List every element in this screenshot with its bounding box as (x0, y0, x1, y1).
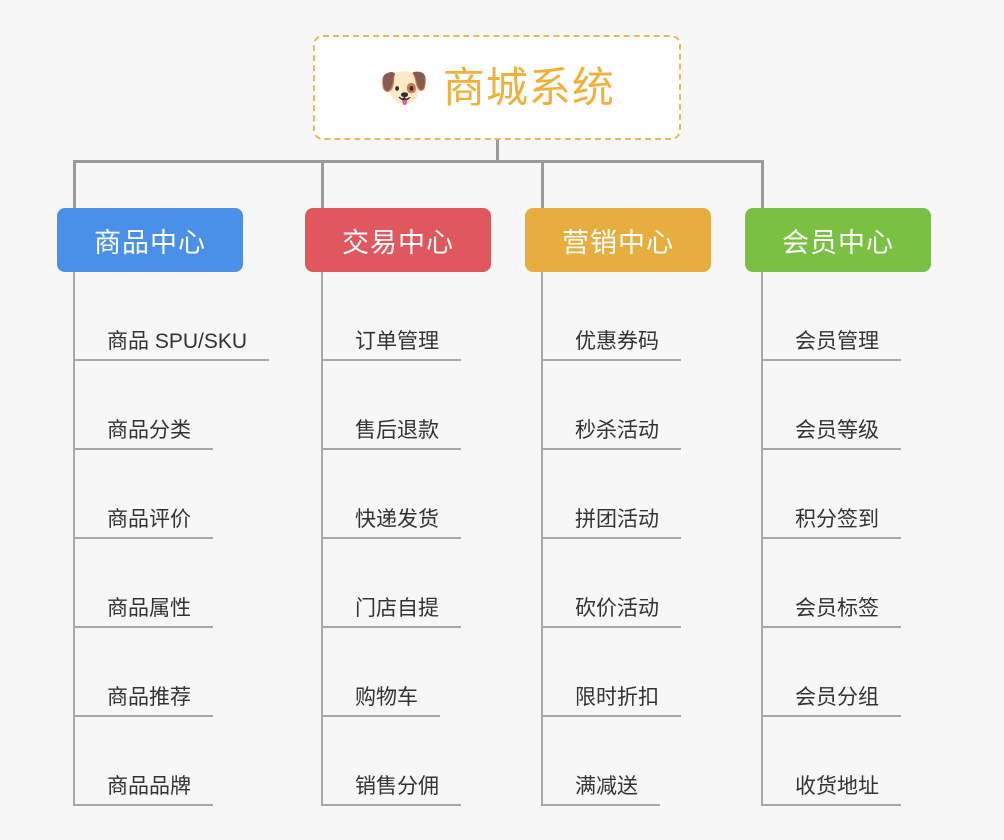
leaf-label: 优惠券码 (541, 330, 681, 361)
leaf-item[interactable]: 限时折扣 (541, 628, 801, 717)
leaf-item[interactable]: 订单管理 (321, 272, 581, 361)
leaf-list-2: 订单管理 售后退款 快递发货 门店自提 购物车 销售分佣 (321, 272, 581, 806)
leaf-item[interactable]: 商品评价 (73, 450, 333, 539)
leaf-item[interactable]: 满减送 (541, 717, 801, 806)
leaf-list-1: 商品 SPU/SKU 商品分类 商品评价 商品属性 商品推荐 商品品牌 (73, 272, 333, 806)
branch-trunk-3 (541, 272, 543, 806)
leaf-item[interactable]: 商品推荐 (73, 628, 333, 717)
leaf-label: 秒杀活动 (541, 419, 681, 450)
leaf-label: 砍价活动 (541, 597, 681, 628)
root-stem-connector (496, 140, 499, 162)
leaf-label: 满减送 (541, 775, 660, 806)
leaf-item[interactable]: 售后退款 (321, 361, 581, 450)
leaf-label: 收货地址 (761, 775, 901, 806)
shiba-dog-face-icon: 🐶 (379, 65, 429, 110)
branch-header-label-3: 营销中心 (562, 227, 674, 258)
leaf-label: 销售分佣 (321, 775, 461, 806)
branch-header-3[interactable]: 营销中心 (525, 208, 711, 272)
branch-header-2[interactable]: 交易中心 (305, 208, 491, 272)
leaf-item[interactable]: 会员等级 (761, 361, 1004, 450)
leaf-label: 积分签到 (761, 508, 901, 539)
root-title: 商城系统 (442, 63, 615, 111)
leaf-label: 商品评价 (73, 508, 213, 539)
branch-header-4[interactable]: 会员中心 (745, 208, 931, 272)
leaf-label: 快递发货 (321, 508, 461, 539)
root-node[interactable]: 🐶 商城系统 (313, 35, 681, 140)
leaf-item[interactable]: 购物车 (321, 628, 581, 717)
leaf-item[interactable]: 优惠券码 (541, 272, 801, 361)
leaf-list-4: 会员管理 会员等级 积分签到 会员标签 会员分组 收货地址 (761, 272, 1004, 806)
leaf-item[interactable]: 收货地址 (761, 717, 1004, 806)
leaf-item[interactable]: 会员管理 (761, 272, 1004, 361)
leaf-label: 售后退款 (321, 419, 461, 450)
leaf-item[interactable]: 销售分佣 (321, 717, 581, 806)
leaf-label: 会员等级 (761, 419, 901, 450)
branch-bus-connector (73, 160, 763, 163)
branch-drop-connector-1 (73, 160, 76, 210)
branch-drop-connector-2 (321, 160, 324, 210)
leaf-label: 订单管理 (321, 330, 461, 361)
leaf-item[interactable]: 商品属性 (73, 539, 333, 628)
leaf-label: 会员分组 (761, 686, 901, 717)
branch-drop-connector-4 (761, 160, 764, 210)
branch-trunk-2 (321, 272, 323, 806)
leaf-label: 商品属性 (73, 597, 213, 628)
leaf-item[interactable]: 商品 SPU/SKU (73, 272, 333, 361)
branch-header-label-2: 交易中心 (342, 227, 454, 258)
branch-header-1[interactable]: 商品中心 (57, 208, 243, 272)
leaf-item[interactable]: 积分签到 (761, 450, 1004, 539)
leaf-label: 商品品牌 (73, 775, 213, 806)
branch-trunk-4 (761, 272, 763, 806)
leaf-label: 商品 SPU/SKU (73, 330, 270, 361)
leaf-item[interactable]: 砍价活动 (541, 539, 801, 628)
leaf-item[interactable]: 会员分组 (761, 628, 1004, 717)
leaf-label: 商品推荐 (73, 686, 213, 717)
leaf-label: 拼团活动 (541, 508, 681, 539)
leaf-item[interactable]: 快递发货 (321, 450, 581, 539)
leaf-item[interactable]: 门店自提 (321, 539, 581, 628)
branch-trunk-1 (73, 272, 75, 806)
leaf-label: 限时折扣 (541, 686, 681, 717)
leaf-label: 门店自提 (321, 597, 461, 628)
leaf-list-3: 优惠券码 秒杀活动 拼团活动 砍价活动 限时折扣 满减送 (541, 272, 801, 806)
leaf-item[interactable]: 会员标签 (761, 539, 1004, 628)
branch-drop-connector-3 (541, 160, 544, 210)
leaf-label: 商品分类 (73, 419, 213, 450)
leaf-label: 购物车 (321, 686, 440, 717)
leaf-item[interactable]: 拼团活动 (541, 450, 801, 539)
leaf-item[interactable]: 商品品牌 (73, 717, 333, 806)
leaf-item[interactable]: 秒杀活动 (541, 361, 801, 450)
leaf-label: 会员标签 (761, 597, 901, 628)
leaf-item[interactable]: 商品分类 (73, 361, 333, 450)
leaf-label: 会员管理 (761, 330, 901, 361)
branch-header-label-1: 商品中心 (94, 227, 206, 258)
branch-header-label-4: 会员中心 (782, 227, 894, 258)
